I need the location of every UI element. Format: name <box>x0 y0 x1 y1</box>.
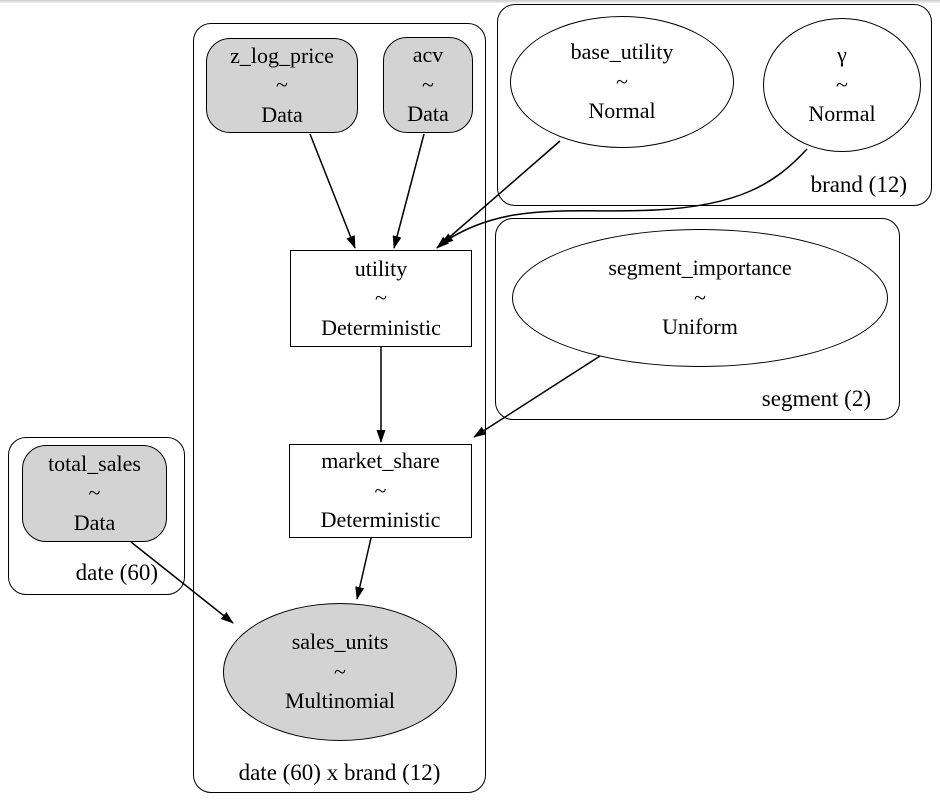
node-base_utility-dist: Normal <box>588 98 656 124</box>
node-market_share-op: ~ <box>374 477 387 503</box>
node-base_utility: base_utility ~ Normal <box>510 16 734 148</box>
node-acv: acv ~ Data <box>383 37 473 133</box>
node-gamma-name: γ <box>837 42 847 68</box>
node-sales_units-op: ~ <box>334 658 346 684</box>
plate-label-date-brand: date (60) x brand (12) <box>238 760 441 785</box>
node-acv-name: acv <box>412 42 444 68</box>
node-z_log_price-name: z_log_price <box>230 42 334 68</box>
node-segment_importance: segment_importance ~ Uniform <box>512 229 888 367</box>
node-segment_importance-op: ~ <box>694 284 706 310</box>
node-acv-dist: Data <box>407 101 449 127</box>
plate-label-segment: segment (2) <box>761 386 871 411</box>
node-utility-op: ~ <box>375 285 387 311</box>
node-gamma-dist: Normal <box>808 101 876 127</box>
node-z_log_price-op: ~ <box>276 72 288 98</box>
node-market_share-name: market_share <box>321 448 440 474</box>
window-top-edge <box>0 0 940 3</box>
node-z_log_price: z_log_price ~ Data <box>206 38 358 133</box>
node-total_sales-op: ~ <box>88 480 101 506</box>
node-sales_units: sales_units ~ Multinomial <box>223 603 457 741</box>
node-gamma-op: ~ <box>836 71 848 97</box>
node-z_log_price-dist: Data <box>261 101 303 127</box>
node-sales_units-name: sales_units <box>291 629 389 655</box>
node-base_utility-op: ~ <box>616 68 628 94</box>
node-acv-op: ~ <box>422 71 434 97</box>
node-gamma: γ ~ Normal <box>763 18 921 152</box>
node-total_sales-name: total_sales <box>48 450 141 476</box>
node-market_share: market_share ~ Deterministic <box>289 444 472 538</box>
node-utility-dist: Deterministic <box>321 314 441 340</box>
node-market_share-dist: Deterministic <box>320 507 441 533</box>
node-base_utility-name: base_utility <box>570 39 674 65</box>
plate-label-brand: brand (12) <box>810 172 907 197</box>
node-total_sales: total_sales ~ Data <box>22 445 167 542</box>
node-segment_importance-name: segment_importance <box>608 255 792 281</box>
node-utility: utility ~ Deterministic <box>290 250 472 347</box>
node-utility-name: utility <box>354 255 408 281</box>
node-sales_units-dist: Multinomial <box>285 688 395 714</box>
plate-label-date: date (60) <box>75 560 158 585</box>
node-segment_importance-dist: Uniform <box>662 314 738 340</box>
node-total_sales-dist: Data <box>73 509 116 535</box>
